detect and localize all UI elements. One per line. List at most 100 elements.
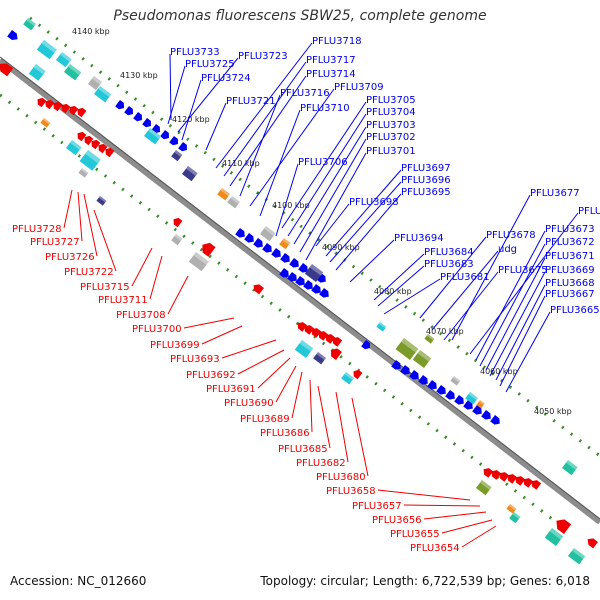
gene-label[interactable]: PFLU3721: [226, 96, 276, 107]
gene-label[interactable]: PFLU3675: [498, 265, 548, 276]
leader-line: [431, 250, 499, 331]
gene-label[interactable]: PFLU3692: [186, 370, 236, 381]
leader-line: [419, 236, 487, 319]
gene-block: [55, 52, 72, 68]
gene-label[interactable]: PFLU3702: [366, 132, 416, 143]
gene-label[interactable]: PFLU3677: [530, 188, 580, 199]
leader-line: [315, 203, 350, 247]
leader-line: [335, 391, 349, 463]
gene-label[interactable]: PFLU3716: [280, 88, 330, 99]
gene-label[interactable]: PFLU3665: [550, 305, 600, 316]
gene-label[interactable]: PFLU3656: [372, 515, 422, 526]
gene-label[interactable]: PFLU3668: [545, 278, 595, 289]
gene-label[interactable]: PFLU3685: [278, 444, 328, 455]
gene-label[interactable]: PFLU3727: [30, 237, 80, 248]
gene-label[interactable]: PFLU3726: [45, 252, 95, 263]
leader-line: [149, 255, 163, 300]
gene-label[interactable]: PFLU3722: [64, 267, 114, 278]
scale-label: 4050 kbp: [534, 407, 572, 416]
leader-line: [479, 243, 546, 367]
gene-arrow-plus: [298, 263, 308, 273]
gene-label[interactable]: PFLU3689: [240, 414, 290, 425]
gene-label[interactable]: PFLU3710: [300, 103, 350, 114]
gene-arrow-minus: [523, 478, 534, 488]
gene-label[interactable]: PFLU3686: [260, 428, 310, 439]
gene-arrow-minus: [491, 470, 502, 480]
gene-label[interactable]: PFLU3690: [224, 398, 274, 409]
gene-label[interactable]: PFLU3698: [349, 197, 399, 208]
leader-line: [287, 113, 367, 237]
gene-arrow-minus: [353, 369, 363, 380]
gene-label[interactable]: PFLU3728: [12, 224, 62, 235]
gene-label[interactable]: PFLU3711: [98, 295, 148, 306]
gene-arrow-minus: [297, 322, 308, 332]
gene-label[interactable]: PFLU3667: [545, 289, 595, 300]
gene-label[interactable]: PFLU3681: [440, 272, 490, 283]
gene-block: [544, 528, 564, 547]
gene-arrow-plus: [133, 112, 142, 122]
gene-label[interactable]: PFLU3674: [578, 206, 600, 217]
gene-label[interactable]: PFLU3701: [366, 146, 416, 157]
leader-line: [309, 379, 313, 433]
gene-label[interactable]: PFLU3704: [366, 107, 416, 118]
gene-label[interactable]: PFLU3680: [316, 472, 366, 483]
gene-label[interactable]: PFLU3715: [80, 282, 130, 293]
gene-label[interactable]: PFLU3694: [394, 233, 444, 244]
gene-label[interactable]: PFLU3724: [201, 73, 251, 84]
gene-label[interactable]: PFLU3733: [170, 47, 220, 58]
gene-label[interactable]: PFLU3695: [401, 187, 451, 198]
gene-label[interactable]: PFLU3693: [170, 354, 220, 365]
gene-arrow-plus: [490, 415, 500, 425]
gene-label[interactable]: PFLU3658: [326, 486, 376, 497]
gene-label[interactable]: PFLU3723: [238, 51, 288, 62]
gene-label[interactable]: PFLU3705: [366, 95, 416, 106]
gene-arrow-plus: [235, 228, 245, 238]
gene-block: [96, 196, 107, 206]
gene-arrow-plus: [361, 340, 370, 350]
gene-arrow-minus: [45, 99, 55, 110]
gene-label[interactable]: PFLU3718: [312, 36, 362, 47]
gene-block: [93, 85, 112, 103]
leader-line: [317, 385, 331, 449]
gene-label[interactable]: PFLU3657: [352, 501, 402, 512]
gene-label[interactable]: PFLU3714: [306, 69, 356, 80]
gene-label[interactable]: PFLU3725: [185, 59, 235, 70]
gene-arrow-plus: [160, 130, 169, 140]
gene-label[interactable]: PFLU3697: [401, 163, 451, 174]
leader-line: [205, 102, 227, 151]
gene-label[interactable]: udg: [498, 244, 517, 255]
gene-label[interactable]: PFLU3684: [424, 247, 474, 258]
gene-arrow-minus: [304, 325, 315, 335]
gene-label[interactable]: PFLU3655: [390, 529, 440, 540]
gene-label[interactable]: PFLU3654: [410, 543, 460, 554]
gene-arrow-plus: [436, 385, 446, 395]
gene-label[interactable]: PFLU3682: [296, 458, 346, 469]
gene-label[interactable]: PFLU3669: [545, 265, 595, 276]
leader-line: [201, 325, 243, 345]
gene-label[interactable]: PFLU3709: [334, 82, 384, 93]
gene-block: [567, 548, 586, 565]
gene-arrow-plus: [409, 370, 419, 380]
leader-line: [183, 317, 235, 329]
gene-block: [23, 18, 36, 31]
gene-label[interactable]: PFLU3706: [298, 157, 348, 168]
gene-label[interactable]: PFLU3673: [545, 224, 595, 235]
gene-label[interactable]: PFLU3703: [366, 120, 416, 131]
gene-features: [0, 18, 598, 565]
gene-label[interactable]: PFLU3708: [116, 310, 166, 321]
gene-arrow-plus: [316, 273, 326, 283]
leader-line: [299, 138, 367, 253]
gene-label[interactable]: PFLU3700: [132, 324, 182, 335]
gene-label[interactable]: PFLU3691: [206, 384, 256, 395]
leader-line: [169, 53, 172, 121]
gene-label[interactable]: PFLU3717: [306, 55, 356, 66]
gene-label[interactable]: PFLU3671: [545, 251, 595, 262]
gene-label[interactable]: PFLU3683: [424, 259, 474, 270]
leader-line: [167, 275, 189, 315]
gene-label[interactable]: PFLU3678: [486, 230, 536, 241]
gene-label[interactable]: PFLU3699: [150, 340, 200, 351]
gene-label[interactable]: PFLU3696: [401, 175, 451, 186]
gene-label[interactable]: PFLU3672: [545, 237, 595, 248]
leader-line: [131, 247, 153, 287]
